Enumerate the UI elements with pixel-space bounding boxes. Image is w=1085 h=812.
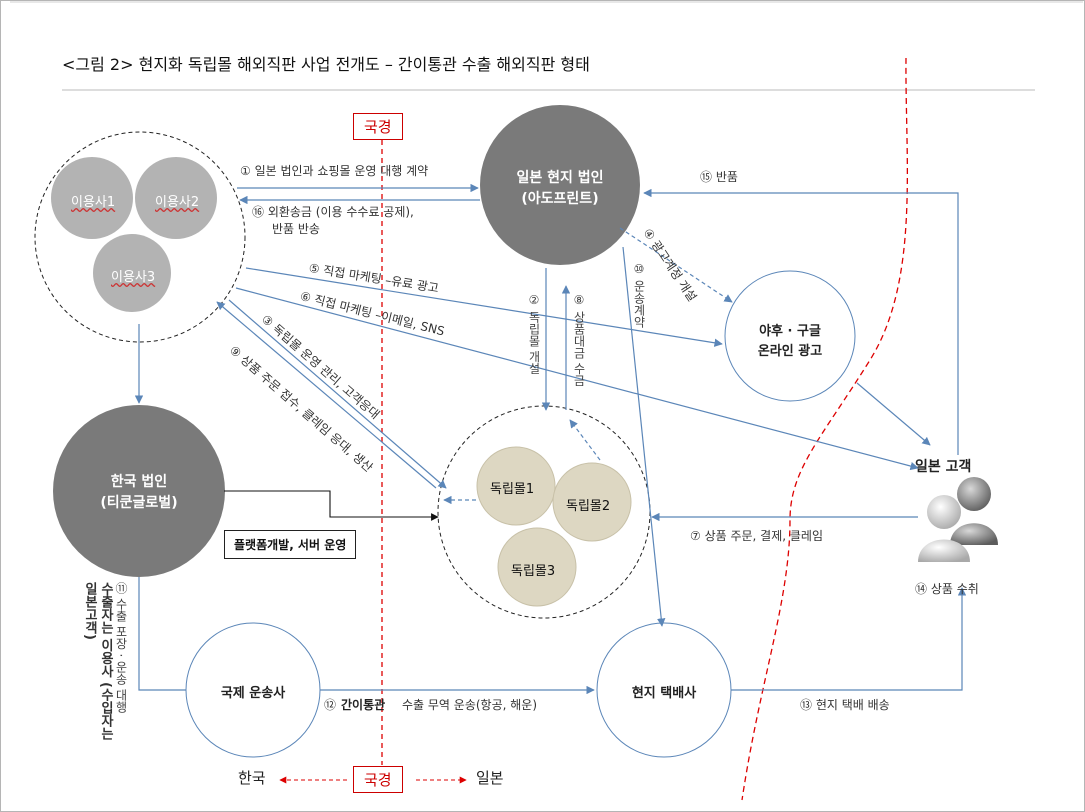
customer-label: 일본 고객 — [915, 459, 972, 475]
japan-corp-line2: (아도프린트) — [521, 191, 599, 207]
arrow-11 — [138, 577, 186, 691]
label-a13: ⑬ 현지 택배 배송 — [800, 698, 890, 712]
japan-corp-line1: 일본 현지 법인 — [516, 170, 604, 186]
intl-shipper-label: 국제 운송사 — [220, 686, 286, 701]
arrow-9 — [216, 301, 437, 489]
user-2-circle — [135, 157, 217, 239]
label-a10: ⑩ 운송계약 — [632, 262, 646, 328]
label-a15: ⑮ 반품 — [700, 170, 738, 184]
mall-3-label: 독립몰3 — [511, 564, 556, 579]
arrow-6 — [235, 287, 919, 471]
customer-icon — [918, 477, 998, 562]
user-1-label: 이용사1 — [71, 195, 116, 210]
label-korea: 한국 — [238, 769, 266, 787]
mall-1-label: 독립몰1 — [490, 482, 535, 497]
label-a11b: 수출자는 이용사 (수입자는 — [98, 582, 113, 740]
border-label-top: 국경 — [353, 113, 403, 140]
local-courier-label: 현지 택배사 — [631, 686, 697, 701]
label-a12c: 수출 무역 운송(항공, 해운) — [402, 698, 538, 712]
user-3-label: 이용사3 — [111, 270, 156, 285]
platform-box: 플랫폼개발, 서버 운영 — [224, 530, 357, 559]
label-a11c: 일본고객) — [82, 582, 97, 640]
border-label-bottom: 국경 — [353, 766, 403, 793]
label-a16a: ⑯ 외환송금 (이용 수수료 공제), — [252, 205, 414, 219]
japan-corp-circle — [480, 105, 640, 265]
arrow-4 — [619, 227, 733, 303]
mall-2-circle — [552, 462, 632, 542]
label-a8: ⑧ 상품대금 수금 — [572, 293, 586, 387]
label-a12b: 간이통관 — [341, 698, 386, 712]
user-2-label: 이용사2 — [155, 195, 200, 210]
arrow-3 — [228, 299, 447, 489]
label-a16b: 반품 반송 — [272, 222, 320, 236]
page-title: <그림 2> 현지화 독립몰 해외직판 사업 전개도 – 간이통관 수출 해외직… — [62, 55, 590, 74]
label-a12a: ⑫ — [324, 698, 337, 712]
user-1-circle — [51, 157, 133, 239]
mall-1-circle — [476, 446, 556, 526]
label-japan: 일본 — [476, 769, 504, 787]
arrow-15 — [643, 188, 959, 455]
korea-corp-circle — [53, 405, 225, 577]
arrow-ads-customer — [856, 382, 931, 446]
sea-border-curve — [741, 57, 908, 801]
korea-corp-line1: 한국 법인 — [110, 474, 168, 490]
user-3-circle — [93, 234, 171, 312]
arrow-5 — [245, 267, 723, 347]
ads-line1: 야후 · 구글 — [759, 324, 821, 339]
mall-3-circle — [497, 527, 577, 607]
arrow-mall-collect — [569, 419, 601, 461]
user-cluster — [34, 131, 246, 343]
arrow-10 — [622, 246, 666, 627]
arrow-platform — [224, 490, 439, 521]
label-a1: ① 일본 법인과 쇼핑몰 운영 대행 계약 — [240, 164, 429, 178]
label-a11a: ⑪ 수출 포장 · 운송 대행 — [114, 582, 128, 713]
mall-2-label: 독립몰2 — [566, 499, 611, 514]
korea-corp-line2: (티쿤글로벌) — [100, 495, 178, 511]
ads-line2: 온라인 광고 — [757, 344, 823, 359]
label-a2: ② 독립몰 개설 — [527, 293, 541, 375]
ads-circle — [724, 270, 856, 402]
label-a7: ⑦ 상품 주문, 결제, 클레임 — [690, 529, 824, 543]
arrow-13-14 — [731, 587, 967, 691]
label-a14: ⑭ 상품 수취 — [915, 582, 979, 596]
